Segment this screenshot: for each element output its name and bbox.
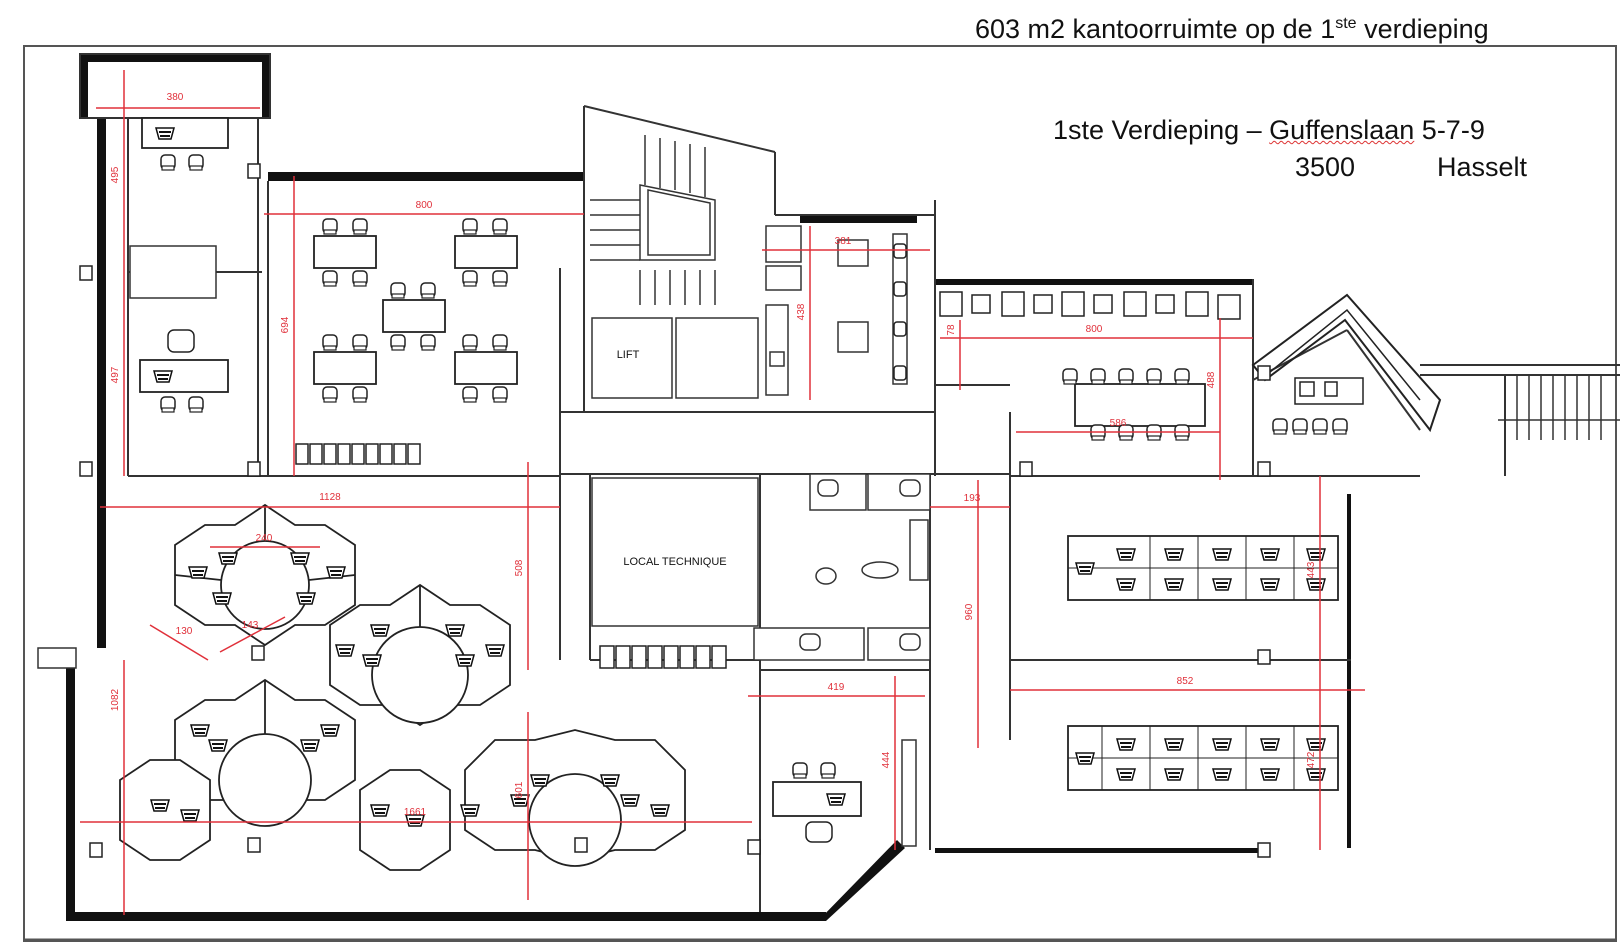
- svg-text:508: 508: [514, 559, 525, 576]
- kitchenette: [765, 225, 908, 396]
- kitchen-counter-right: [1272, 377, 1364, 435]
- technical-label: LOCAL TECHNIQUE: [623, 556, 726, 568]
- office-desk-top-left: [141, 117, 229, 171]
- svg-text:1661: 1661: [404, 807, 427, 818]
- svg-text:495: 495: [110, 166, 121, 183]
- technical-room: [591, 477, 759, 627]
- svg-text:852: 852: [1177, 676, 1194, 687]
- interior-walls: [79, 53, 1620, 912]
- technical-cabinets: [599, 645, 727, 669]
- staircase-right: [1498, 375, 1620, 440]
- office-desk-mid-left: [139, 329, 229, 413]
- svg-text:444: 444: [881, 751, 892, 768]
- svg-text:800: 800: [1086, 324, 1103, 335]
- svg-text:443: 443: [1306, 561, 1317, 578]
- meeting-table: [1062, 368, 1206, 441]
- dimension-labels: 380 495 497 800 694 381 438 800 78 586 4…: [110, 92, 1317, 818]
- window-row: [939, 291, 1241, 320]
- sanitary-block: [753, 473, 931, 661]
- svg-text:800: 800: [416, 200, 433, 211]
- svg-text:380: 380: [167, 92, 184, 103]
- svg-text:130: 130: [176, 626, 193, 637]
- svg-text:488: 488: [1206, 371, 1217, 388]
- svg-text:694: 694: [280, 316, 291, 333]
- svg-text:497: 497: [110, 366, 121, 383]
- plan-title: 603 m2 kantoorruimte op de 1ste verdiepi…: [975, 14, 1489, 44]
- svg-text:586: 586: [1110, 418, 1127, 429]
- workstation-clusters: [119, 503, 686, 871]
- svg-text:78: 78: [946, 324, 957, 336]
- cabinet: [129, 245, 217, 299]
- svg-text:438: 438: [796, 303, 807, 320]
- desks-room-800: [313, 218, 518, 403]
- columns: [79, 163, 1271, 858]
- svg-text:601: 601: [514, 781, 525, 798]
- desk-pods-lower: [1067, 725, 1339, 791]
- svg-text:193: 193: [964, 493, 981, 504]
- staircase-center: [590, 135, 716, 305]
- address-line: 1ste Verdieping – Guffenslaan 5-7-9: [1053, 115, 1485, 145]
- svg-text:381: 381: [835, 236, 852, 247]
- svg-text:1082: 1082: [110, 688, 121, 711]
- address-postal-code: 3500: [1295, 152, 1356, 182]
- svg-text:472: 472: [1306, 751, 1317, 768]
- dimension-lines: [80, 70, 1365, 915]
- svg-text:1128: 1128: [319, 492, 341, 503]
- svg-text:960: 960: [964, 603, 975, 620]
- desk-pods-upper: [1067, 535, 1339, 601]
- svg-text:143: 143: [242, 620, 259, 631]
- svg-text:240: 240: [256, 533, 273, 544]
- office-desk-bottom-center: [772, 762, 862, 843]
- lift-label: LIFT: [617, 349, 640, 361]
- storage-rack: [295, 443, 421, 465]
- svg-text:419: 419: [828, 682, 845, 693]
- address-city: Hasselt: [1437, 152, 1528, 182]
- exterior-walls: [66, 54, 1351, 921]
- lift-shaft: [591, 317, 673, 399]
